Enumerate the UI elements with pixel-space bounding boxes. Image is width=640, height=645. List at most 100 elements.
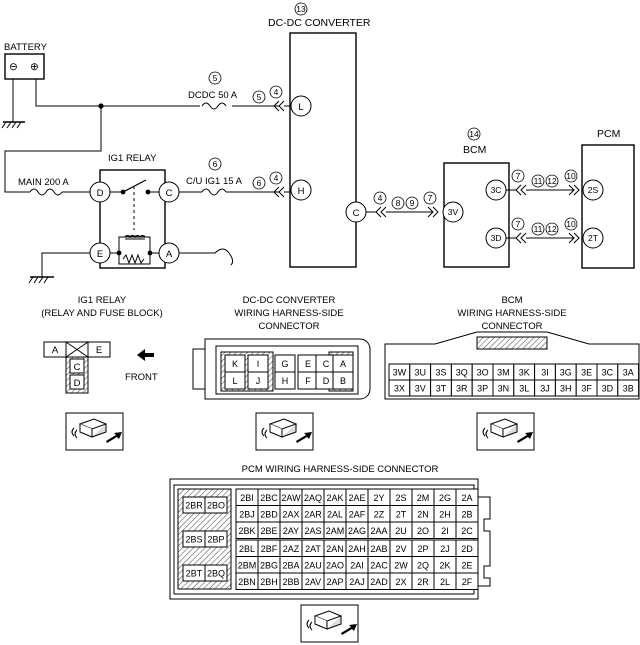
ig1-pin-c: C [166,188,173,199]
connector-hint-frame [65,412,124,451]
connector-chevron-icon [375,206,387,218]
dcdc-pin-cell: J [256,376,261,386]
dcdc-to-bcm-wire: 4 8 9 7 [366,191,439,218]
pcm-pin-cell: 2O [417,526,429,536]
connector-chevron-icon [568,184,580,196]
dcdc-pin-cell-box [247,371,269,390]
battery-positive-icon: ⊕ [30,61,39,73]
bcm-pin-cell: 3W [393,368,407,378]
pcm-pin-cell: 2AM [326,526,345,536]
connector-hint-frame [476,412,535,451]
pcm-pin-cell: 2AL [327,509,343,519]
pcm-pin-cell: 2H [439,509,451,519]
bcm-pin-cell: 3Q [456,368,468,378]
wire-num: 7 [516,171,521,181]
pcm-pin-cell: 2AT [305,544,321,554]
bcm-pin-3v: 3V [448,207,459,217]
dcdc-pin-l: L [298,102,303,113]
bcm-pin-cell: 3X [394,384,405,394]
pcm-pin-cell: 2AA [370,526,387,536]
dcdc-body [289,32,357,268]
connector-chevron-icon [515,232,527,244]
cu-ig1-fuse-label: C/U IG1 15 A [186,176,243,187]
wire-num: 4 [378,193,383,203]
pcm-pin-cell: 2BL [239,544,255,554]
pcm-pin-cell: 2C [461,526,473,536]
pcm-pin-cell: 2BA [282,560,299,570]
pcm-pin-cell: 2Q [417,560,429,570]
pcm-pin-cell: 2AN [326,544,344,554]
dcdc-pin-cell-box [224,371,246,390]
dcdc-pin-cell: H [282,376,289,386]
bcm-to-pcm-wire-bottom: 7 11 12 10 [506,217,580,244]
cu-ig1-fuse: 6 C/U IG1 15 A 6 4 [179,157,291,198]
pcm-pin-cell: 2G [439,493,451,503]
pcm-pin-cell: 2R [417,577,429,587]
dcdc-fuse: 5 DCDC 50 A 5 4 [188,71,285,112]
bcm-pin-cell: 3K [519,368,530,378]
pcm-left-pin-cell-box [204,564,228,582]
dcdc-converter: 13 DC-DC CONVERTER L H C [268,2,371,268]
pcm-pin-cell: 2A [461,493,472,503]
bcm-pin-cell: 3A [623,368,634,378]
pcm-left-pin-cell-box [204,530,228,548]
cu-ig1-fuse-left-num: 6 [257,178,262,188]
bcm-pin-cell: 3V [415,384,426,394]
pcm-pin-cell: 2BC [260,493,278,503]
pcm-pin-cell: 2AX [282,509,299,519]
dcdc-fuse-number-badge [208,71,222,85]
pcm-pin-cell: 2AH [348,544,366,554]
bcm-pin-cell: 3N [498,384,510,394]
battery-to-main-fuse-wire [4,106,102,193]
pcm-pin-cell: 2AY [283,526,299,536]
wire-num: 7 [428,193,433,203]
cu-ig1-fuse-number: 6 [213,159,218,169]
pcm-pin-cell: 2Z [374,509,385,519]
resistor-icon [122,253,145,265]
bcm-pin-cell: 3B [623,384,634,394]
bcm-pin-3c: 3C [491,185,502,195]
dcdc-connector-title-1: DC-DC CONVERTER [243,295,336,306]
front-arrow-icon [137,349,154,361]
dcdc-pin-c: C [353,208,360,219]
ig1-relay-body [99,169,166,269]
pcm-pin-cell: 2BB [282,577,299,587]
pcm-pin-cell: 2BE [260,526,277,536]
dcdc-title: DC-DC CONVERTER [268,17,371,29]
pcm-pin-cell: 2B [461,509,472,519]
ig1-pin-d: D [97,188,104,199]
bcm-pin-cell: 3O [477,368,489,378]
main-fuse-icon [29,188,63,196]
pcm-pin-cell-box [455,572,479,590]
wire-num: 11 [534,224,543,234]
pcm-pin-cell: 2BK [238,526,255,536]
dcdc-pin-h: H [298,186,305,197]
bcm-pin-cell: 3P [477,384,488,394]
pcm-body [581,144,635,269]
pcm-pin-cell: 2AR [304,509,322,519]
battery-body [4,53,45,80]
bcm-pin-cell: 3T [436,384,447,394]
ig1-cell: A [52,345,59,356]
pcm-pin-cell: 2AV [305,577,321,587]
pcm-pin-cell: 2BG [260,560,278,570]
battery-positive-wire [35,79,280,107]
pcm-pin-cell: 2AK [326,493,343,503]
pcm-pin-cell: 2Y [373,493,384,503]
bcm-pin-3d: 3D [491,233,502,243]
pcm-pin-cell: 2AI [350,560,364,570]
ig1-relay-title: IG1 RELAY [108,153,157,164]
pcm-pin-cell: 2D [461,544,473,554]
pcm-left-pin-cell: 2BR [185,501,203,511]
relay-a-wire-break [179,248,234,266]
ig1-connector-title-1: IG1 RELAY [78,295,127,306]
battery-negative-icon: ⊖ [9,61,18,73]
bcm-connector-title-3: CONNECTOR [481,321,542,332]
bcm-pin-cell: 3S [435,368,446,378]
pcm-pin-cell: 2AD [370,577,388,587]
